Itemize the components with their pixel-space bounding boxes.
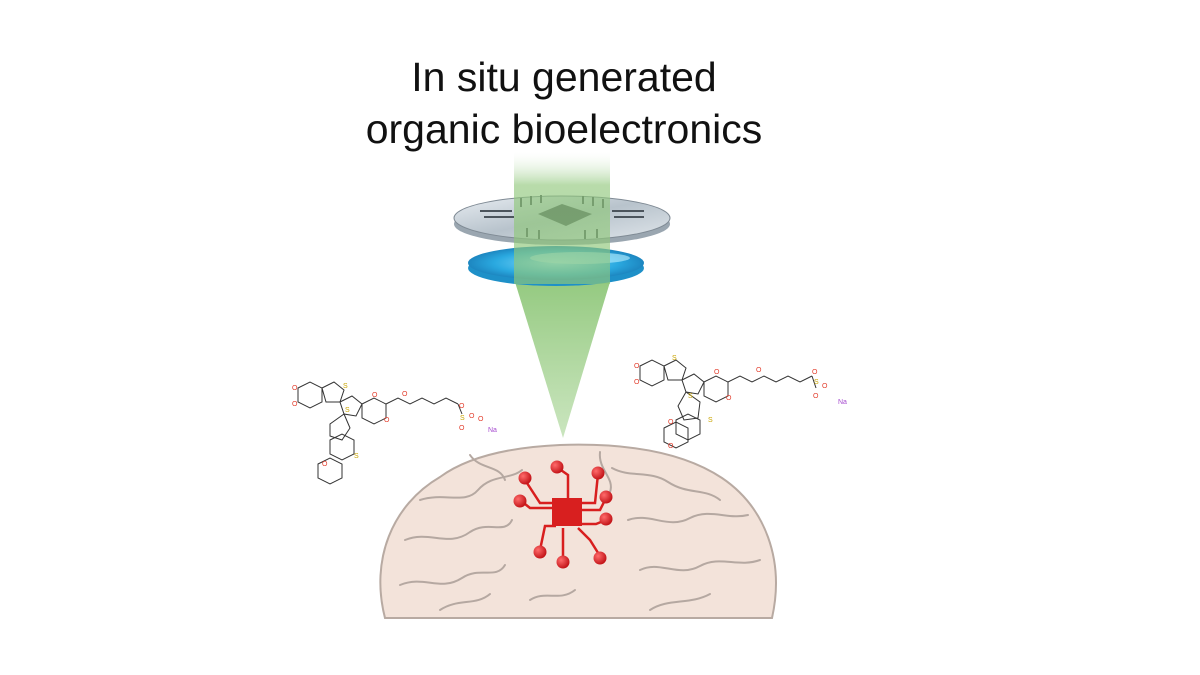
figure-title-line-1: In situ generated bbox=[411, 54, 717, 100]
atom-label: S bbox=[688, 393, 693, 400]
atom-label: S bbox=[460, 415, 465, 422]
atom-label: O bbox=[668, 443, 674, 450]
atom-label: O bbox=[372, 392, 378, 399]
electrode-dot bbox=[550, 460, 564, 474]
atom-label: O bbox=[402, 391, 408, 398]
atom-label: O bbox=[714, 369, 720, 376]
atom-label: Na bbox=[838, 399, 847, 406]
atom-label: S bbox=[345, 407, 350, 414]
atom-label: O bbox=[459, 403, 465, 410]
electrode-dot bbox=[513, 494, 527, 508]
atom-label: O bbox=[822, 383, 828, 390]
molecule-right-atoms: S O O O O S O S O O O S O O Na bbox=[634, 355, 847, 450]
atom-label: S bbox=[708, 417, 713, 424]
molecule-left-atoms: O O S S O O O S O O O O S O Na bbox=[292, 383, 497, 468]
atom-label: O bbox=[634, 363, 640, 370]
atom-label: S bbox=[354, 453, 359, 460]
atom-label: O bbox=[478, 416, 484, 423]
electrode-dot bbox=[556, 555, 570, 569]
figure-title-line-2: organic bioelectronics bbox=[365, 106, 763, 152]
atom-label: O bbox=[634, 379, 640, 386]
electrode-dot bbox=[599, 512, 613, 526]
focused-light-cone bbox=[515, 282, 610, 438]
atom-label: O bbox=[668, 419, 674, 426]
electrode-dot bbox=[599, 490, 613, 504]
light-beam bbox=[514, 152, 610, 284]
brain bbox=[379, 443, 777, 619]
atom-label: O bbox=[459, 425, 465, 432]
molecule-right bbox=[639, 359, 817, 449]
electrode-dot bbox=[593, 551, 607, 565]
atom-label: S bbox=[343, 383, 348, 390]
electrode-dots bbox=[513, 460, 613, 569]
atom-label: O bbox=[469, 413, 475, 420]
atom-label: Na bbox=[488, 427, 497, 434]
chip-core bbox=[552, 498, 582, 526]
electrode-dot bbox=[518, 471, 532, 485]
brain-folds bbox=[399, 451, 761, 611]
atom-label: O bbox=[384, 417, 390, 424]
implanted-chip bbox=[519, 466, 608, 560]
atom-label: O bbox=[322, 461, 328, 468]
atom-label: O bbox=[756, 367, 762, 374]
electrode-dot bbox=[533, 545, 547, 559]
atom-label: O bbox=[813, 393, 819, 400]
atom-label: O bbox=[292, 385, 298, 392]
atom-label: S bbox=[672, 355, 677, 362]
molecule-left bbox=[297, 381, 463, 485]
atom-label: O bbox=[812, 369, 818, 376]
atom-label: O bbox=[726, 395, 732, 402]
atom-label: O bbox=[292, 401, 298, 408]
electrode-dot bbox=[591, 466, 605, 480]
atom-label: S bbox=[814, 379, 819, 386]
